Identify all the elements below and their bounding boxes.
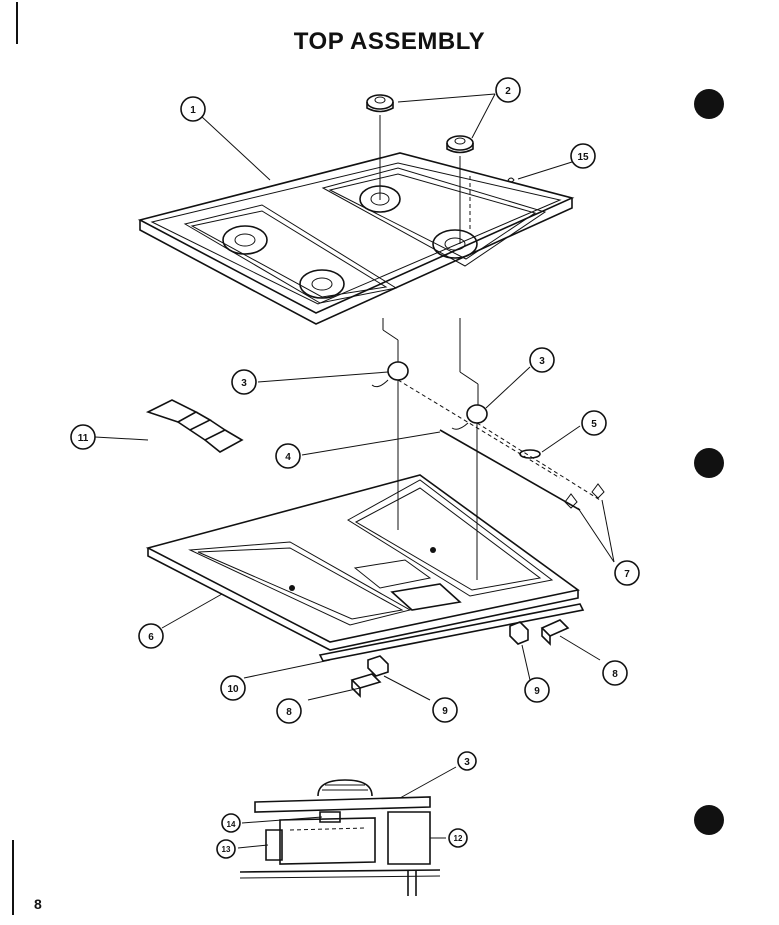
svg-text:10: 10 bbox=[227, 684, 239, 695]
svg-text:8: 8 bbox=[612, 669, 618, 680]
page-number: 8 bbox=[34, 896, 42, 912]
leader-lines bbox=[94, 93, 615, 849]
svg-text:6: 6 bbox=[148, 632, 154, 643]
svg-text:8: 8 bbox=[286, 707, 292, 718]
svg-text:5: 5 bbox=[591, 419, 597, 430]
svg-text:9: 9 bbox=[442, 706, 448, 717]
callout-7: 7 bbox=[614, 560, 640, 586]
callout-8b: 8 bbox=[276, 698, 302, 724]
svg-text:3: 3 bbox=[539, 356, 545, 367]
svg-text:9: 9 bbox=[534, 686, 540, 697]
callout-11: 11 bbox=[70, 424, 96, 450]
callout-9: 9 bbox=[524, 677, 550, 703]
burner-valve-detail bbox=[239, 779, 441, 896]
callout-9b: 9 bbox=[432, 697, 458, 723]
svg-text:12: 12 bbox=[454, 834, 463, 843]
callout-8: 8 bbox=[602, 660, 628, 686]
callout-1: 1 bbox=[180, 96, 206, 122]
svg-text:2: 2 bbox=[505, 86, 511, 97]
svg-text:3: 3 bbox=[464, 757, 470, 768]
burner-box-pan bbox=[145, 474, 585, 662]
burner-caps bbox=[366, 94, 474, 244]
svg-text:13: 13 bbox=[222, 845, 231, 854]
svg-text:11: 11 bbox=[78, 433, 89, 444]
burner-manifold bbox=[371, 318, 605, 580]
callout-6: 6 bbox=[138, 623, 164, 649]
callout-3: 3 bbox=[231, 369, 257, 395]
callout-3b: 3 bbox=[529, 347, 555, 373]
svg-text:4: 4 bbox=[285, 452, 291, 463]
clip-parts bbox=[350, 619, 570, 698]
callout-5: 5 bbox=[581, 410, 607, 436]
svg-text:3: 3 bbox=[241, 378, 247, 389]
bracket-part bbox=[145, 399, 244, 453]
callout-14: 14 bbox=[221, 813, 241, 833]
binder-hole bbox=[694, 89, 724, 119]
binder-hole bbox=[694, 805, 724, 835]
callout-12: 12 bbox=[448, 828, 468, 848]
svg-text:14: 14 bbox=[227, 820, 236, 829]
callout-13: 13 bbox=[216, 839, 236, 859]
cooktop-top-panel bbox=[137, 152, 575, 325]
callout-10: 10 bbox=[220, 675, 246, 701]
callout-3c: 3 bbox=[457, 751, 477, 771]
binder-hole bbox=[694, 448, 724, 478]
svg-text:7: 7 bbox=[624, 569, 630, 580]
callout-15: 15 bbox=[570, 143, 596, 169]
svg-text:15: 15 bbox=[577, 152, 589, 163]
callout-4: 4 bbox=[275, 443, 301, 469]
callout-2: 2 bbox=[495, 77, 521, 103]
svg-text:1: 1 bbox=[190, 105, 196, 116]
screw-part bbox=[469, 176, 515, 230]
page-title: TOP ASSEMBLY bbox=[293, 28, 486, 55]
